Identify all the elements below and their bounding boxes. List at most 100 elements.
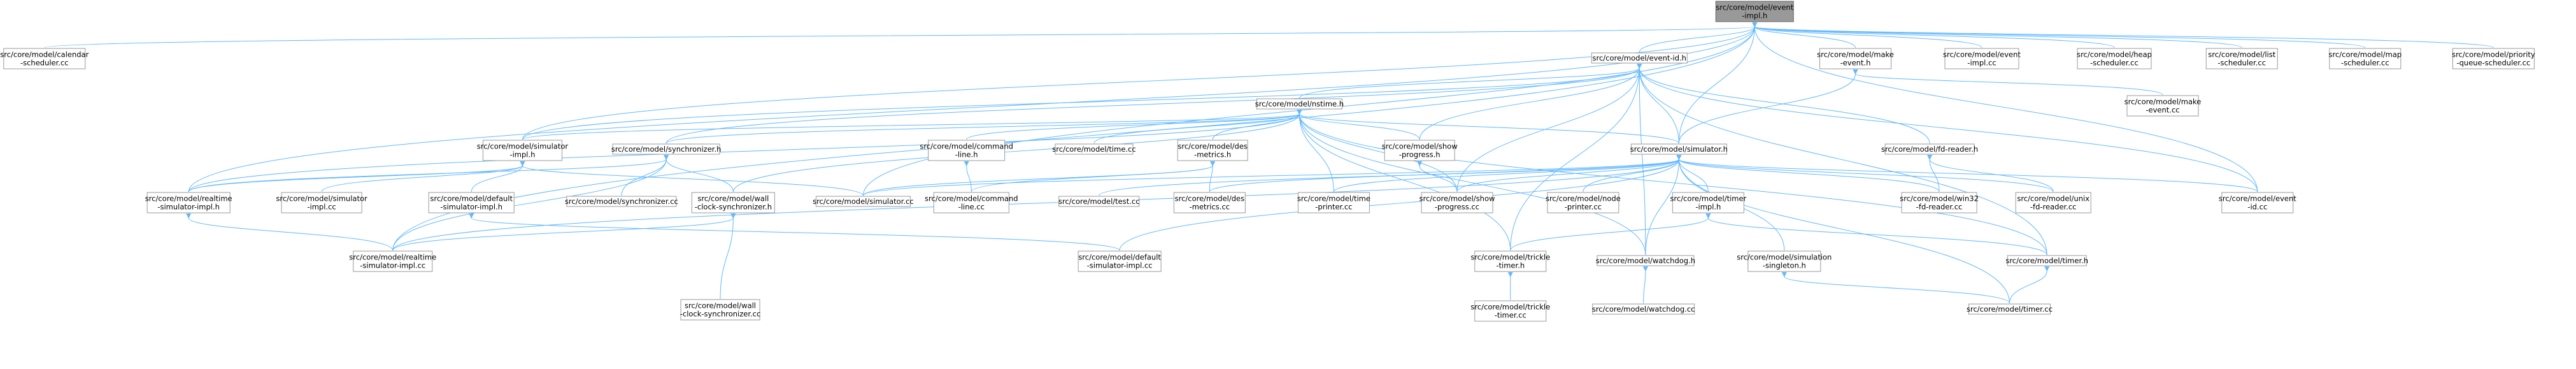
- node-label: src/core/model/event: [2219, 194, 2296, 203]
- node-heap[interactable]: src/core/model/heap-scheduler.cc: [2077, 48, 2152, 69]
- node-label: -metrics.h: [1194, 150, 1231, 159]
- node-box: [680, 299, 760, 321]
- node-label: src/core/model/trickle: [1470, 253, 1550, 262]
- node-root[interactable]: src/core/model/event-impl.h: [1715, 1, 1794, 22]
- node-sim_impl_h[interactable]: src/core/model/simulator-impl.h: [477, 140, 569, 161]
- node-nstime[interactable]: src/core/model/nstime.h: [1255, 98, 1344, 110]
- edge-wall_h-to-rt_impl_cc: [392, 213, 736, 251]
- edge-rt_impl_h-to-rt_impl_cc: [186, 213, 394, 251]
- node-list[interactable]: src/core/model/list-scheduler.cc: [2205, 48, 2278, 69]
- node-trickle_h[interactable]: src/core/model/trickle-timer.h: [1470, 250, 1550, 272]
- node-rt_impl_h[interactable]: src/core/model/realtime-simulator-impl.h: [145, 192, 232, 213]
- node-simulator_cc[interactable]: src/core/model/simulator.cc: [813, 196, 914, 207]
- node-label: src/core/model/simulator.h: [1630, 145, 1728, 154]
- edge-des_h-to-cmdline_cc: [971, 161, 1216, 192]
- node-eventid_cc[interactable]: src/core/model/event-id.cc: [2219, 192, 2296, 213]
- edge-root-to-priority: [1751, 22, 2494, 48]
- node-label: src/core/model/heap: [2077, 50, 2152, 59]
- node-des_cc[interactable]: src/core/model/des-metrics.cc: [1173, 192, 1246, 213]
- node-label: src/core/model/realtime: [145, 194, 232, 203]
- node-box: [1591, 52, 1688, 64]
- node-cmdline_h[interactable]: src/core/model/command-line.h: [920, 140, 1013, 161]
- node-map[interactable]: src/core/model/map-scheduler.cc: [2328, 48, 2402, 69]
- node-label: -timer.cc: [1495, 311, 1526, 320]
- node-timer_cc[interactable]: src/core/model/timer.cc: [1967, 303, 2053, 315]
- node-show_cc[interactable]: src/core/model/show-progress.cc: [1420, 192, 1495, 213]
- node-sync_h[interactable]: src/core/model/synchronizer.h: [611, 143, 722, 155]
- node-box: [1474, 250, 1547, 272]
- node-time_cc[interactable]: src/core/model/time.cc: [1052, 143, 1136, 155]
- node-watchdog_h[interactable]: src/core/model/watchdog.h: [1596, 255, 1695, 266]
- node-box: [281, 192, 362, 213]
- node-calendar[interactable]: src/core/model/calendar-scheduler.cc: [0, 48, 89, 69]
- edge-eventid_h-to-simulator_h: [1637, 63, 1679, 144]
- node-watchdog_cc[interactable]: src/core/model/watchdog.cc: [1592, 303, 1695, 315]
- node-box: [815, 196, 911, 207]
- node-box: [1715, 1, 1794, 22]
- edge-timer_h-to-timer_cc: [2009, 266, 2050, 304]
- node-box: [1944, 48, 2019, 69]
- node-label: src/core/model/make: [1817, 50, 1894, 59]
- node-make_event_cc[interactable]: src/core/model/make-event.cc: [2124, 95, 2202, 117]
- edge-simulator_h-to-simulator_cc: [862, 154, 1682, 196]
- node-simulator_h[interactable]: src/core/model/simulator.h: [1630, 143, 1728, 155]
- node-timer_impl_h[interactable]: src/core/model/timer-impl.h: [1670, 192, 1747, 213]
- node-test_cc[interactable]: src/core/model/test.cc: [1058, 196, 1140, 207]
- edge-def_impl_h-to-def_impl_cc: [468, 213, 1120, 251]
- node-timer_h[interactable]: src/core/model/timer.h: [2005, 255, 2088, 266]
- edge-nstime-to-cmdline_h: [966, 109, 1302, 140]
- node-label: src/core/model/timer.cc: [1967, 305, 2053, 314]
- node-label: -progress.cc: [1435, 203, 1479, 212]
- node-label: src/core/model/des: [1178, 142, 1248, 151]
- edge-nstime-to-sim_impl_h: [522, 109, 1302, 140]
- edge-nstime-to-wall_h: [732, 109, 1302, 192]
- node-label: -printer.cc: [1315, 203, 1352, 212]
- edge-watchdog_h-to-watchdog_cc: [1642, 266, 1648, 304]
- node-label: -line.h: [955, 150, 978, 159]
- node-box: [428, 192, 515, 213]
- node-label: src/core/model/priority: [2452, 50, 2535, 59]
- edge-nstime-to-sync_h: [665, 109, 1302, 144]
- node-wall_h[interactable]: src/core/model/wall-clock-synchronizer.h: [691, 192, 775, 213]
- edge-eventid_h-to-show_cc: [1456, 63, 1642, 192]
- node-node_printer[interactable]: src/core/model/node-printer.cc: [1546, 192, 1621, 213]
- edge-show_h-to-show_cc: [1417, 161, 1458, 192]
- node-sim_impl_cc[interactable]: src/core/model/simulator-impl.cc: [276, 192, 367, 213]
- edge-eventid_h-to-trickle_h: [1510, 63, 1642, 251]
- node-show_h[interactable]: src/core/model/show-progress.h: [1382, 140, 1458, 161]
- node-def_impl_cc[interactable]: src/core/model/default-simulator-impl.cc: [1078, 250, 1162, 272]
- node-box: [1968, 303, 2051, 315]
- node-fdreader_h[interactable]: src/core/model/fd-reader.h: [1881, 143, 1978, 155]
- node-label: src/core/model/synchronizer.h: [611, 145, 722, 154]
- node-rt_impl_cc[interactable]: src/core/model/realtime-simulator-impl.c…: [349, 250, 436, 272]
- node-wall_cc[interactable]: src/core/model/wall-clock-synchronizer.c…: [680, 299, 761, 321]
- node-win32[interactable]: src/core/model/win32-fd-reader.cc: [1900, 192, 1979, 213]
- edge-root-to-eventid_cc: [1752, 22, 2258, 192]
- edge-sync_h-to-rt_impl_h: [188, 154, 669, 192]
- edge-sync_h-to-sync_cc: [621, 154, 669, 196]
- node-sync_cc[interactable]: src/core/model/synchronizer.cc: [565, 196, 678, 207]
- node-des_h[interactable]: src/core/model/des-metrics.h: [1177, 140, 1248, 161]
- edge-wall_h-to-wall_cc: [720, 213, 736, 300]
- node-def_impl_h[interactable]: src/core/model/default-simulator-impl.h: [428, 192, 515, 213]
- node-make_event_h[interactable]: src/core/model/make-event.h: [1817, 48, 1894, 69]
- node-event_impl_cc[interactable]: src/core/model/event-impl.cc: [1943, 48, 2021, 69]
- node-box: [1421, 192, 1493, 213]
- node-box: [2205, 48, 2278, 69]
- node-singleton[interactable]: src/core/model/simulation-singleton.h: [1737, 250, 1832, 272]
- node-box: [353, 250, 433, 272]
- node-eventid_h[interactable]: src/core/model/event-id.h: [1591, 52, 1688, 64]
- node-cmdline_cc[interactable]: src/core/model/command-line.cc: [925, 192, 1018, 213]
- node-time_printer[interactable]: src/core/model/time-printer.cc: [1297, 192, 1370, 213]
- node-trickle_cc[interactable]: src/core/model/trickle-timer.cc: [1470, 300, 1550, 322]
- node-priority[interactable]: src/core/model/priority-queue-scheduler.…: [2452, 48, 2535, 69]
- node-box: [933, 192, 1009, 213]
- node-label: src/core/model/show: [1382, 142, 1458, 151]
- node-unix[interactable]: src/core/model/unix-fd-reader.cc: [2015, 192, 2091, 213]
- node-label: src/core/model/nstime.h: [1255, 99, 1344, 108]
- node-box: [2329, 48, 2402, 69]
- edge-nstime-to-watchdog_h: [1297, 109, 1646, 256]
- edge-sim_impl_h-to-def_impl_h: [471, 161, 525, 192]
- edge-eventid_h-to-watchdog_h: [1637, 63, 1646, 256]
